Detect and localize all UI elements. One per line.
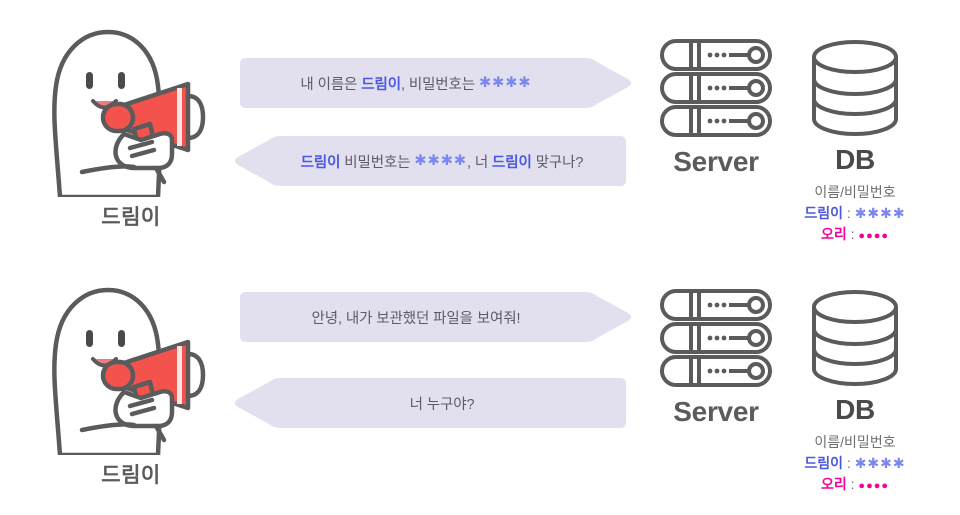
diagram-row-unauthenticated: 드림이 안녕, 내가 보관했던 파일을 보여줘! 너 누구야? xyxy=(0,258,960,508)
ghost-character-with-megaphone-icon xyxy=(52,287,206,455)
arrow-response-2-text: 너 누구야? xyxy=(409,396,475,413)
db-record-separator: : xyxy=(846,475,859,492)
db-label: DB xyxy=(835,144,875,175)
ghost-character-with-megaphone-icon xyxy=(52,29,206,197)
server-label: Server xyxy=(673,396,759,427)
db-record-row: 오리 : ●●●● xyxy=(775,226,935,244)
mascot-label: 드림이 xyxy=(101,206,161,229)
seg-highlight-drimi: 드림이 xyxy=(361,76,401,93)
server-node-2: Server xyxy=(651,288,781,428)
arrow-request-2-text: 안녕, 내가 보관했던 파일을 보여줘! xyxy=(311,310,521,327)
db-header: 이름/비밀번호 xyxy=(814,184,896,200)
arrow-response-1-text: 드림이 비밀번호는 ✱✱✱✱, 너 드림이 맞구나? xyxy=(216,134,634,188)
database-cylinder-icon xyxy=(812,290,898,387)
server-rack-icon xyxy=(660,289,772,387)
db-record-user: 오리 xyxy=(820,225,847,242)
seg-plain: , 비밀번호는 xyxy=(400,76,479,93)
db-record-password: ●●●● xyxy=(858,229,889,242)
db-record-password: ✱✱✱✱ xyxy=(854,205,906,221)
seg-plain: 비밀번호는 xyxy=(340,154,415,171)
arrow-left-shape xyxy=(235,378,626,428)
db-record-row: 드림이 : ✱✱✱✱ xyxy=(775,455,935,473)
server-rack-icon xyxy=(660,39,772,137)
seg-plain: 내 이름은 xyxy=(300,76,362,93)
db-record-password: ●●●● xyxy=(858,479,889,492)
db-record-separator: : xyxy=(846,225,859,242)
db-header: 이름/비밀번호 xyxy=(814,434,896,450)
mascot-drimi-2: 드림이 xyxy=(46,280,216,495)
db-record-user: 드림이 xyxy=(804,205,844,221)
seg-highlight-drimi: 드림이 xyxy=(492,154,532,171)
diagram-row-signup: 드림이 내 이름은 드림이, 비밀번호는 ✱✱✱✱ 드림이 비밀번호는 ✱✱✱✱… xyxy=(0,0,960,250)
seg-password-stars: ✱✱✱✱ xyxy=(478,75,532,91)
seg-highlight-drimi: 드림이 xyxy=(300,154,341,171)
seg-password-stars: ✱✱✱✱ xyxy=(414,153,467,169)
arrow-left-shape xyxy=(235,136,626,186)
mascot-label: 드림이 xyxy=(101,464,161,487)
arrow-right-shape xyxy=(240,58,631,108)
db-record-separator: : xyxy=(843,455,855,471)
db-record-user: 드림이 xyxy=(804,455,844,471)
arrow-request-1: 내 이름은 드림이, 비밀번호는 ✱✱✱✱ xyxy=(232,56,634,110)
seg-plain: 맞구나? xyxy=(531,154,584,171)
server-node-1: Server xyxy=(651,38,781,178)
db-record-row: 오리 : ●●●● xyxy=(775,476,935,494)
arrow-right-shape xyxy=(240,292,631,342)
database-node-1: DB 이름/비밀번호 드림이 : ✱✱✱✱ 오리 : ●●●● xyxy=(775,38,935,243)
db-record-separator: : xyxy=(843,205,855,221)
arrow-request-1-text: 내 이름은 드림이, 비밀번호는 ✱✱✱✱ xyxy=(232,56,634,110)
arrow-response-2: 너 누구야? xyxy=(216,376,634,430)
mascot-drimi-1: 드림이 xyxy=(46,22,216,237)
db-record-password: ✱✱✱✱ xyxy=(854,455,906,471)
db-record-user: 오리 xyxy=(820,475,847,492)
db-record-row: 드림이 : ✱✱✱✱ xyxy=(775,205,935,223)
arrow-response-1: 드림이 비밀번호는 ✱✱✱✱, 너 드림이 맞구나? xyxy=(216,134,634,188)
arrow-request-2: 안녕, 내가 보관했던 파일을 보여줘! xyxy=(232,290,634,344)
db-label: DB xyxy=(835,394,875,425)
server-label: Server xyxy=(673,146,759,177)
database-node-2: DB 이름/비밀번호 드림이 : ✱✱✱✱ 오리 : ●●●● xyxy=(775,288,935,493)
database-cylinder-icon xyxy=(812,40,898,137)
seg-plain: , 너 xyxy=(467,154,493,171)
